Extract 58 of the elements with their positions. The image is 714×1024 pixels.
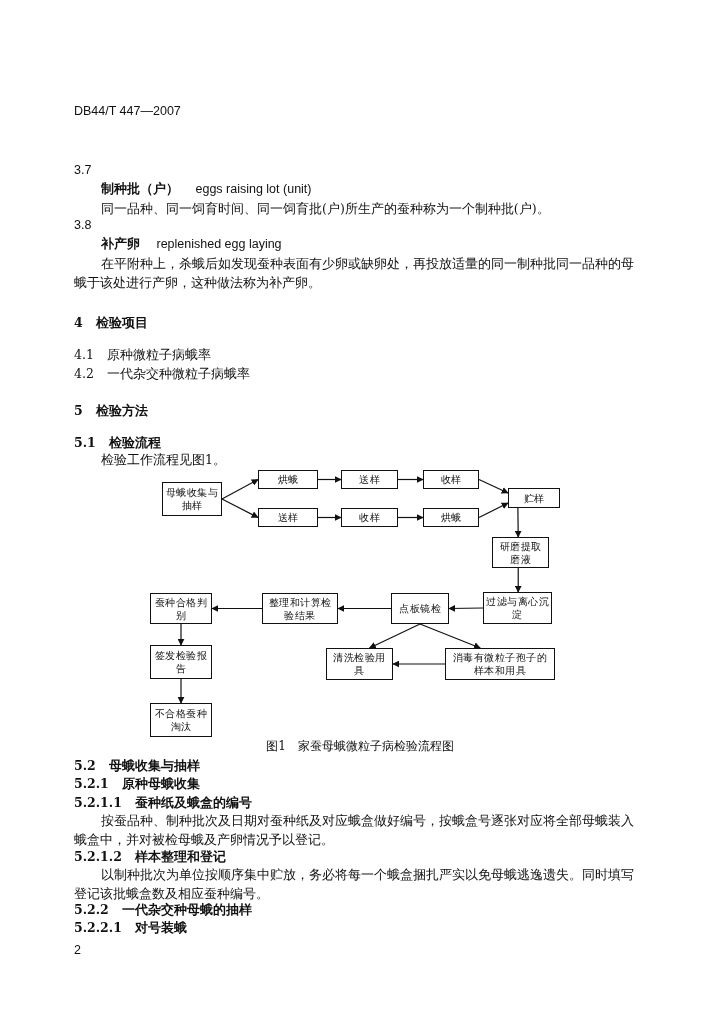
arrow [419,623,481,649]
arrow [397,514,424,521]
paragraph: 同一品种、同一饲育时间、同一饲育批(户)所生产的蚕种称为一个制种批(户)。 [101,200,551,218]
clause-number: 3.7 [74,162,93,179]
paragraph: 在平附种上，杀蛾后如发现蚕种表面有少卵或缺卵处，再投放适量的同一制种批同一品种的母蛾于该处进行产卵，这种做法称为补产卵。 [74,255,635,292]
section-heading: 4.2 一代杂交种微粒子病蛾率 [74,365,251,383]
process-box: 整理和计算检验结果 [262,593,338,624]
section-heading: 5.2.2.1 对号装蛾 [74,919,188,937]
arrow [221,478,259,500]
section-heading: 5.2.1 原种母蛾收集 [74,775,201,793]
figure-caption: 图1 家蚕母蛾微粒子病检验流程图 [265,738,455,755]
arrow [392,660,446,668]
arrow [368,623,421,649]
process-box: 消毒有微粒子孢子的样本和用具 [445,648,555,680]
header-text: DB44/T 447—2007 [74,103,182,120]
arrow [177,678,185,704]
arrow [317,514,342,521]
process-box: 签发检验报告 [150,645,212,679]
section-heading: 5.2.1.1 蚕种纸及蛾盒的编号 [74,794,253,812]
arrow [397,476,424,483]
process-box: 收样 [341,508,398,527]
paragraph: 检验工作流程见图1。 [101,451,227,469]
section-heading: 4 检验项目 [74,314,149,332]
process-box: 送样 [258,508,318,527]
arrow [317,476,342,483]
arrow [211,605,263,612]
arrow [221,498,259,519]
process-box: 过滤与离心沉淀 [483,592,552,624]
process-box: 母蛾收集与抽样 [162,482,222,516]
process-box: 贮样 [508,488,560,508]
page-number: 2 [74,942,82,959]
section-heading: 5.1 检验流程 [74,434,162,452]
arrow [478,502,509,519]
clause-number: 3.8 [74,217,93,234]
section-heading: 5.2.2 一代杂交种母蛾的抽样 [74,901,253,919]
term-line: 补产卵 replenished egg laying [101,236,283,253]
arrow [478,478,509,494]
process-box: 点板镜检 [391,593,449,624]
process-box: 送样 [341,470,398,489]
process-box: 不合格蚕种淘汰 [150,703,212,737]
process-box: 蚕种合格判别 [150,593,212,624]
process-box: 收样 [423,470,479,489]
paragraph: 按蚕品种、制种批次及日期对蚕种纸及对应蛾盒做好编号，按蛾盒号逐张对应将全部母蛾装入蛾盒中，并对被检母蛾及产卵情况予以登记。 [74,812,635,849]
process-box: 研磨提取磨液 [492,537,549,568]
process-box: 清洗检验用具 [326,648,393,680]
process-box: 烘蛾 [423,508,479,527]
section-heading: 4.1 原种微粒子病蛾率 [74,346,212,364]
arrow [448,604,484,612]
process-box: 烘蛾 [258,470,318,489]
arrow [514,507,522,538]
section-heading: 5.2 母蛾收集与抽样 [74,757,201,775]
arrow [337,605,392,612]
arrow [514,567,522,593]
arrow [177,623,185,646]
section-heading: 5 检验方法 [74,402,149,420]
paragraph: 以制种批次为单位按顺序集中贮放，务必将每一个蛾盒捆扎严实以免母蛾逃逸遗失。同时填写登记该批蛾盒数及相应蚕种编号。 [74,866,635,902]
term-line: 制种批（户） eggs raising lot (unit) [101,181,313,198]
section-heading: 5.2.1.2 样本整理和登记 [74,848,227,866]
